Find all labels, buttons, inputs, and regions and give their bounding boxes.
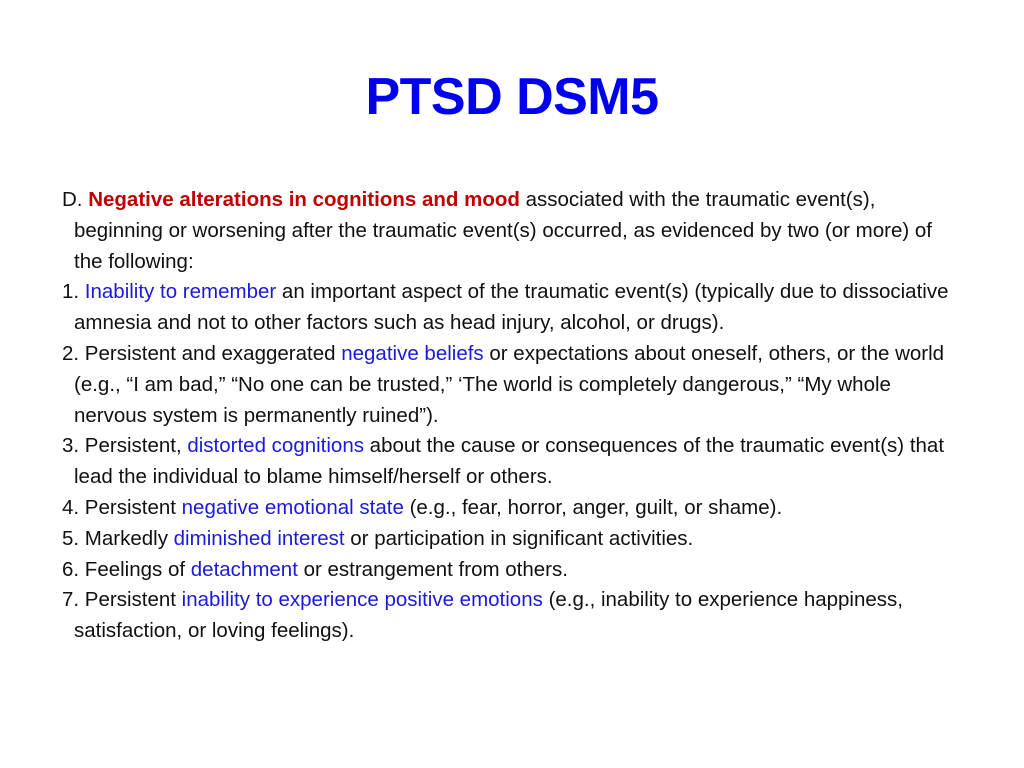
symptom-item-2: 2. Persistent and exaggerated negative b…: [62, 339, 962, 431]
item-text: an important aspect of the traumatic eve…: [74, 280, 949, 335]
item-text: (e.g., fear, horror, anger, guilt, or sh…: [403, 495, 783, 519]
symptom-item-7: 7. Persistent inability to experience po…: [62, 585, 962, 647]
item-prefix: 1.: [62, 280, 85, 304]
symptom-item-5: 5. Markedly diminished interest or parti…: [62, 524, 962, 555]
symptom-item-3: 3. Persistent, distorted cognitions abou…: [62, 431, 962, 493]
item-highlight: detachment: [190, 557, 298, 581]
item-text: or estrangement from others.: [297, 557, 568, 581]
item-text: or expectations about oneself, others, o…: [74, 341, 945, 427]
item-highlight: diminished interest: [173, 526, 345, 550]
criterion-text: associated with the traumatic event(s), …: [74, 188, 932, 273]
item-highlight: inability to experience positive emotion…: [181, 588, 543, 612]
item-highlight: distorted cognitions: [187, 434, 364, 458]
slide-body: D. Negative alterations in cognitions an…: [62, 185, 962, 647]
item-prefix: 4. Persistent: [62, 495, 182, 519]
item-prefix: 6. Feelings of: [62, 557, 191, 581]
item-prefix: 7. Persistent: [62, 588, 182, 612]
item-prefix: 3. Persistent,: [62, 434, 188, 458]
item-highlight: negative emotional state: [181, 495, 404, 519]
criterion-highlight: Negative alterations in cognitions and m…: [88, 188, 520, 211]
item-prefix: 2. Persistent and exaggerated: [62, 341, 342, 365]
criterion-prefix: D.: [62, 188, 89, 211]
symptom-item-4: 4. Persistent negative emotional state (…: [62, 493, 962, 524]
symptom-item-6: 6. Feelings of detachment or estrangemen…: [62, 555, 962, 586]
item-text: about the cause or consequences of the t…: [74, 434, 945, 489]
item-prefix: 5. Markedly: [62, 526, 174, 550]
criterion-d: D. Negative alterations in cognitions an…: [62, 185, 962, 277]
item-text: (e.g., inability to experience happiness…: [74, 588, 903, 643]
symptom-item-1: 1. Inability to remember an important as…: [62, 277, 962, 339]
slide-title: PTSD DSM5: [365, 68, 659, 126]
item-text: or participation in significant activiti…: [344, 526, 694, 550]
item-highlight: Inability to remember: [84, 280, 277, 304]
item-highlight: negative beliefs: [341, 341, 484, 365]
